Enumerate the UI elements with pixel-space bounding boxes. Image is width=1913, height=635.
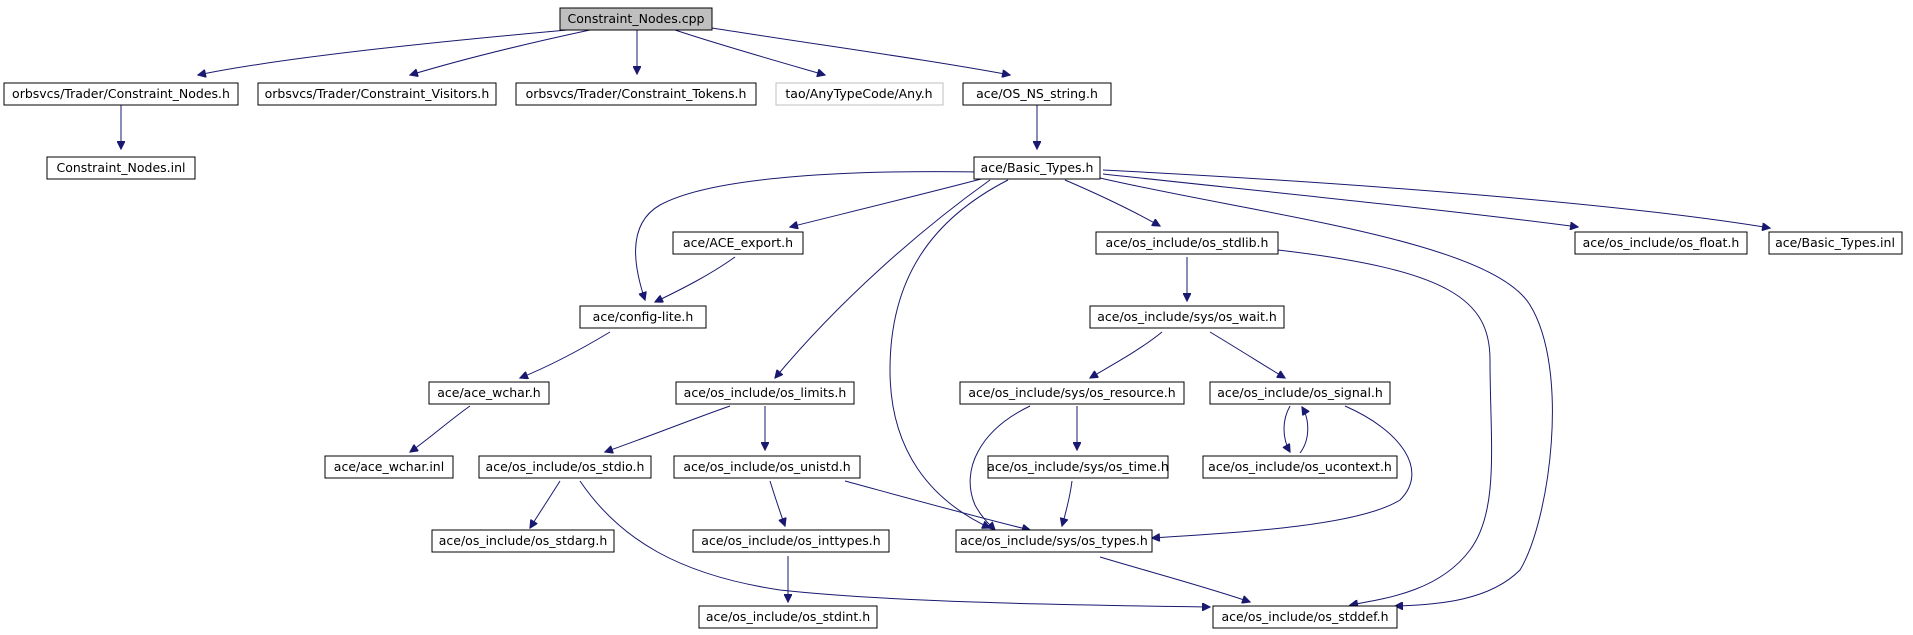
node-label: ace/ACE_export.h xyxy=(683,235,793,250)
graph-node-os-stdlib-h[interactable]: ace/os_include/os_stdlib.h xyxy=(1095,231,1279,255)
graph-node-os-unistd-h[interactable]: ace/os_include/os_unistd.h xyxy=(673,455,861,479)
graph-node-config-lite-h[interactable]: ace/config-lite.h xyxy=(579,305,707,329)
edge xyxy=(969,405,1031,530)
graph-node-ace-export-h[interactable]: ace/ACE_export.h xyxy=(672,231,804,255)
node-label: ace/os_include/os_stdint.h xyxy=(706,609,870,624)
node-layer: Constraint_Nodes.cpp orbsvcs/Trader/Cons… xyxy=(3,7,1903,629)
edge xyxy=(410,405,471,452)
node-label: ace/os_include/os_float.h xyxy=(1583,235,1740,250)
graph-node-constraint-nodes-inl[interactable]: Constraint_Nodes.inl xyxy=(46,156,196,180)
edge xyxy=(1090,331,1163,378)
graph-node-ace-wchar-inl[interactable]: ace/ace_wchar.inl xyxy=(324,455,454,479)
node-label: ace/os_include/os_inttypes.h xyxy=(701,533,880,548)
edge xyxy=(1102,173,1578,227)
node-label: ace/OS_NS_string.h xyxy=(976,86,1098,101)
graph-node-constraint-tokens-h[interactable]: orbsvcs/Trader/Constraint_Tokens.h xyxy=(515,82,757,106)
node-label: Constraint_Nodes.inl xyxy=(56,160,185,175)
node-label: ace/os_include/os_stdarg.h xyxy=(439,533,608,548)
graph-node-os-stdarg-h[interactable]: ace/os_include/os_stdarg.h xyxy=(431,529,615,553)
graph-node-os-time-h[interactable]: ace/os_include/sys/os_time.h xyxy=(987,455,1169,479)
node-label: ace/ace_wchar.h xyxy=(437,385,540,400)
graph-node-os-float-h[interactable]: ace/os_include/os_float.h xyxy=(1574,231,1748,255)
edge xyxy=(1277,249,1493,605)
node-label: orbsvcs/Trader/Constraint_Visitors.h xyxy=(265,86,490,101)
node-label: ace/Basic_Types.h xyxy=(981,160,1094,175)
graph-node-os-stdint-h[interactable]: ace/os_include/os_stdint.h xyxy=(698,605,878,629)
graph-node-os-limits-h[interactable]: ace/os_include/os_limits.h xyxy=(675,381,855,405)
edge xyxy=(520,331,611,378)
edge xyxy=(1064,179,1160,226)
edge xyxy=(655,256,736,302)
edge xyxy=(1102,169,1770,228)
edge xyxy=(775,179,991,378)
edge xyxy=(1099,556,1250,602)
graph-node-any-h[interactable]: tao/AnyTypeCode/Any.h xyxy=(775,82,944,106)
edge xyxy=(889,179,1009,528)
node-label: ace/os_include/os_ucontext.h xyxy=(1208,459,1392,474)
edge xyxy=(674,29,825,75)
edge xyxy=(635,171,983,300)
edge xyxy=(790,177,986,227)
edge xyxy=(530,480,561,528)
graph-node-os-wait-h[interactable]: ace/os_include/sys/os_wait.h xyxy=(1089,305,1285,329)
graph-node-ace-wchar-h[interactable]: ace/ace_wchar.h xyxy=(428,381,550,405)
graph-node-os-stdio-h[interactable]: ace/os_include/os_stdio.h xyxy=(478,455,652,479)
graph-node-os-stddef-h[interactable]: ace/os_include/os_stddef.h xyxy=(1212,605,1398,629)
edge xyxy=(1062,480,1073,526)
node-label: ace/os_include/os_stdlib.h xyxy=(1106,235,1269,250)
graph-node-os-ucontext-h[interactable]: ace/os_include/os_ucontext.h xyxy=(1202,455,1398,479)
node-label: tao/AnyTypeCode/Any.h xyxy=(785,86,932,101)
edge xyxy=(1099,177,1553,606)
edge xyxy=(1209,331,1285,378)
node-label: ace/config-lite.h xyxy=(593,309,694,324)
edge xyxy=(1152,405,1413,538)
edge xyxy=(769,480,785,526)
node-label: ace/os_include/sys/os_types.h xyxy=(960,533,1148,548)
node-label: ace/os_include/os_stddef.h xyxy=(1221,609,1388,624)
edge xyxy=(198,27,591,75)
edge xyxy=(605,405,731,452)
node-label: ace/os_include/os_unistd.h xyxy=(683,459,850,474)
graph-node-os-ns-string-h[interactable]: ace/OS_NS_string.h xyxy=(962,82,1112,106)
edge xyxy=(579,480,1210,607)
node-label: ace/os_include/os_limits.h xyxy=(684,385,847,400)
node-label: ace/os_include/sys/os_time.h xyxy=(987,459,1169,474)
graph-node-os-signal-h[interactable]: ace/os_include/os_signal.h xyxy=(1209,381,1391,405)
node-label: Constraint_Nodes.cpp xyxy=(568,11,705,26)
node-label: ace/os_include/os_stdio.h xyxy=(486,459,645,474)
node-label: ace/os_include/os_signal.h xyxy=(1217,385,1383,400)
node-label: ace/os_include/sys/os_resource.h xyxy=(968,385,1175,400)
node-label: ace/os_include/sys/os_wait.h xyxy=(1097,309,1277,324)
graph-node-os-resource-h[interactable]: ace/os_include/sys/os_resource.h xyxy=(959,381,1185,405)
graph-node-basic-types-h[interactable]: ace/Basic_Types.h xyxy=(973,156,1101,180)
graph-node-constraint-nodes-h[interactable]: orbsvcs/Trader/Constraint_Nodes.h xyxy=(3,82,239,106)
edge xyxy=(1299,407,1308,454)
graph-node-os-types-h[interactable]: ace/os_include/sys/os_types.h xyxy=(955,529,1153,553)
graph-node-constraint-visitors-h[interactable]: orbsvcs/Trader/Constraint_Visitors.h xyxy=(257,82,497,106)
edge xyxy=(844,480,1030,530)
edge xyxy=(1284,405,1290,452)
node-label: ace/ace_wchar.inl xyxy=(334,459,444,474)
graph-node-basic-types-inl[interactable]: ace/Basic_Types.inl xyxy=(1768,231,1903,255)
edge xyxy=(410,29,591,75)
node-label: orbsvcs/Trader/Constraint_Tokens.h xyxy=(526,86,747,101)
edge-layer xyxy=(121,27,1770,607)
graph-node-os-inttypes-h[interactable]: ace/os_include/os_inttypes.h xyxy=(692,529,890,553)
graph-node-constraint-nodes-cpp[interactable]: Constraint_Nodes.cpp xyxy=(559,7,713,31)
node-label: ace/Basic_Types.inl xyxy=(1775,235,1895,250)
node-label: orbsvcs/Trader/Constraint_Nodes.h xyxy=(12,86,230,101)
edge xyxy=(711,27,1010,75)
